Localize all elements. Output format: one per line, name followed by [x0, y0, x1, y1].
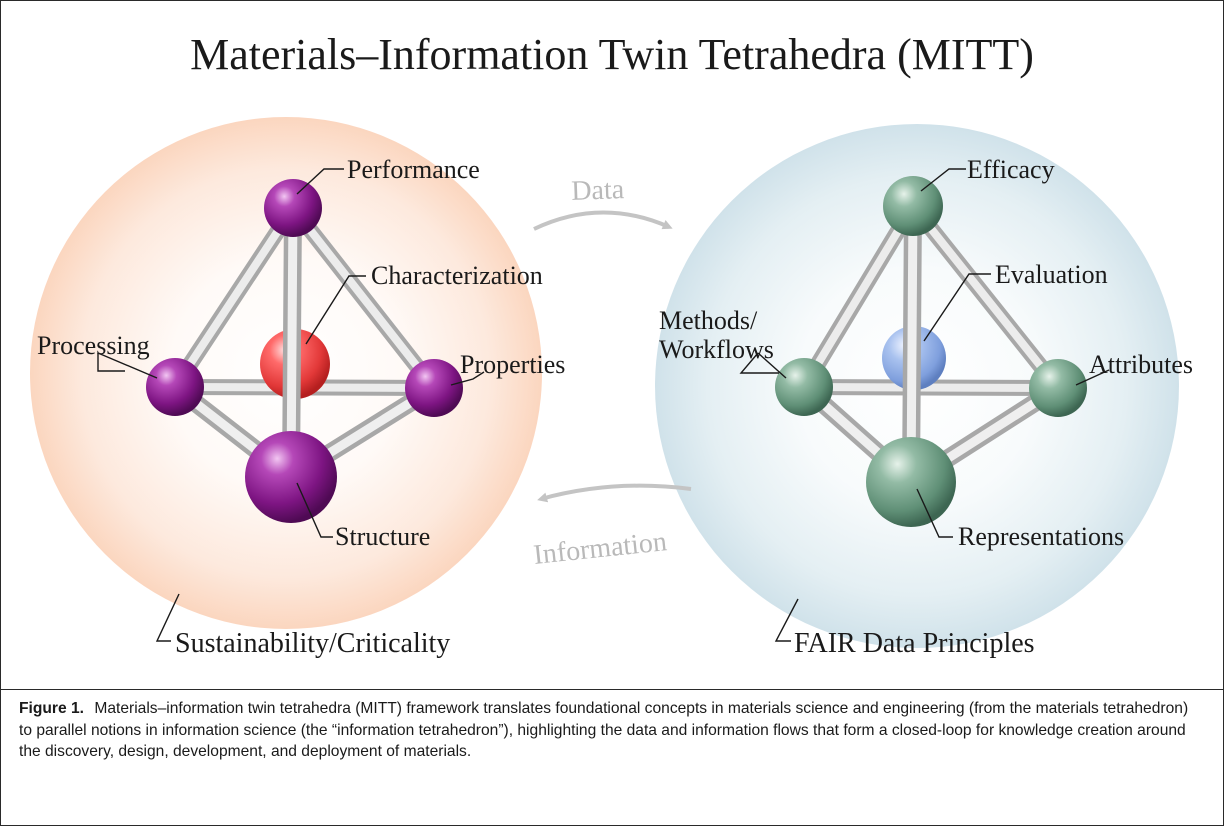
data-flow-label: Data	[571, 174, 625, 207]
materials-tetrahedron: Performance Characterization Processing …	[37, 155, 565, 659]
attributes-label: Attributes	[1089, 350, 1193, 379]
materials-leader-lines	[97, 168, 485, 642]
representations-ball	[866, 437, 956, 527]
sustainability-label: Sustainability/Criticality	[175, 628, 450, 659]
information-flow-arrow	[537, 483, 692, 503]
fair-principles-label: FAIR Data Principles	[794, 628, 1035, 659]
performance-label: Performance	[347, 155, 480, 184]
information-rods	[796, 198, 1066, 396]
processing-ball	[146, 358, 204, 416]
methods-workflows-ball	[775, 358, 833, 416]
caption-text: Materials–information twin tetrahedra (M…	[19, 700, 1189, 760]
information-flow-label: Information	[532, 526, 668, 571]
data-flow-arrow	[533, 210, 673, 231]
efficacy-label: Efficacy	[967, 155, 1055, 184]
structure-label: Structure	[335, 522, 430, 551]
information-tetrahedron: Efficacy Evaluation Methods/ Workflows A…	[659, 155, 1193, 659]
caption-label: Figure 1.	[19, 700, 84, 717]
methods-label-line2: Workflows	[659, 335, 774, 364]
representations-label: Representations	[958, 522, 1124, 551]
structure-ball	[245, 431, 337, 523]
mitt-diagram: Materials–Information Twin Tetrahedra (M…	[30, 30, 1193, 659]
caption-divider	[1, 689, 1223, 690]
characterization-label: Characterization	[371, 261, 543, 290]
figure-caption: Figure 1. Materials–information twin tet…	[19, 698, 1204, 763]
properties-ball	[405, 359, 463, 417]
efficacy-ball	[883, 176, 943, 236]
evaluation-label: Evaluation	[995, 260, 1108, 289]
processing-label: Processing	[37, 331, 150, 360]
performance-ball	[264, 179, 322, 237]
figure-title: Materials–Information Twin Tetrahedra (M…	[190, 30, 1034, 79]
properties-label: Properties	[460, 350, 565, 379]
methods-label-line1: Methods/	[659, 306, 758, 335]
attributes-ball	[1029, 359, 1087, 417]
information-leader-lines	[739, 168, 1110, 642]
